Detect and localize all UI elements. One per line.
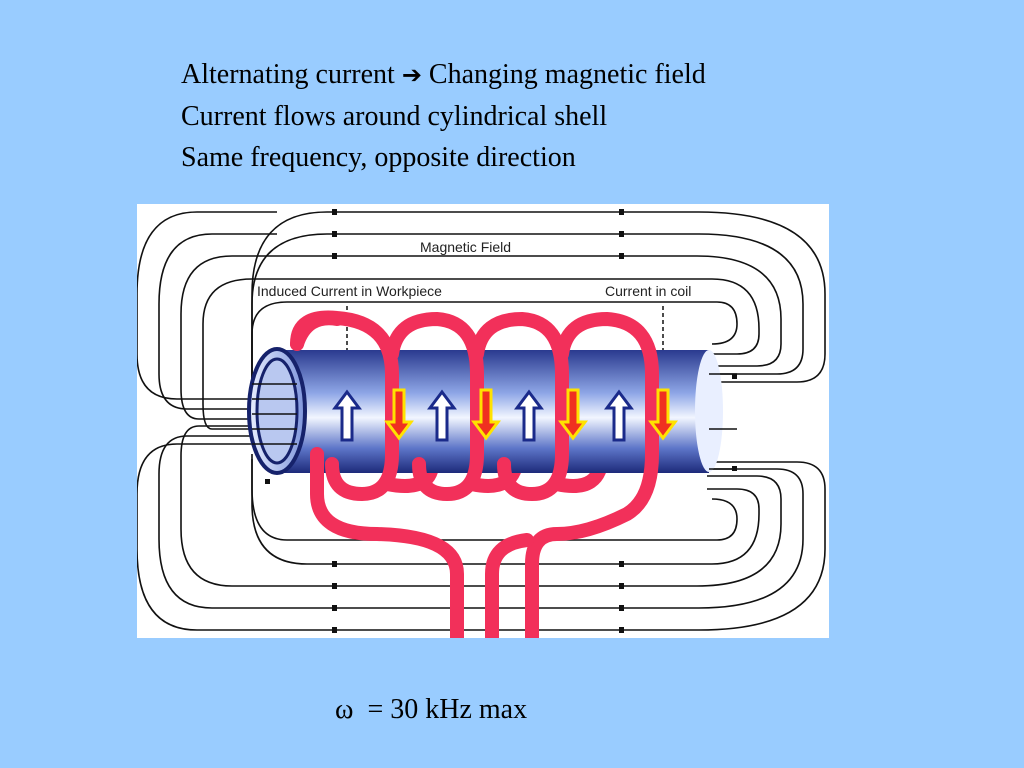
coil-current-arrows [384, 388, 678, 441]
frequency-formula: ω = 30 kHz max [335, 694, 527, 726]
bullet-line-1-start: Alternating current [181, 59, 395, 90]
coil-turn [470, 311, 569, 502]
field-line [180, 255, 782, 420]
coil-front [290, 310, 659, 638]
down-arrow-icon [384, 388, 414, 441]
field-line [251, 459, 738, 541]
up-arrow-icon [332, 389, 362, 442]
up-arrow-icon [427, 389, 457, 442]
field-line [251, 301, 738, 379]
down-arrow-icon [471, 388, 501, 441]
omega-symbol: ω [335, 694, 354, 725]
coil-turn [385, 311, 484, 502]
coil-current-label: Current in coil [605, 283, 691, 299]
bullet-list: Alternating current ➔ Changing magnetic … [181, 54, 706, 178]
down-arrow-icon [558, 388, 588, 441]
field-line [180, 425, 782, 587]
induction-diagram-svg: Magnetic Field Induced Current in Workpi… [137, 209, 826, 638]
coil-turn [525, 311, 659, 638]
induced-current-label: Induced Current in Workpiece [257, 283, 442, 299]
magnetic-field-label: Magnetic Field [420, 239, 511, 255]
induced-current-arrows [332, 389, 634, 442]
field-line [158, 233, 277, 410]
field-lines-lower [137, 425, 826, 631]
coil-lead [310, 447, 464, 638]
up-arrow-icon [514, 389, 544, 442]
workpiece-cylinder [247, 347, 723, 475]
field-lines-upper [137, 211, 826, 430]
bullet-line-3: Same frequency, opposite direction [181, 142, 576, 173]
induction-diagram: Magnetic Field Induced Current in Workpi… [137, 204, 829, 638]
field-line [202, 278, 760, 430]
field-line [251, 454, 760, 565]
coil-lead [485, 533, 534, 638]
right-arrow-icon: ➔ [401, 61, 422, 89]
up-arrow-icon [604, 389, 634, 442]
down-arrow-icon [648, 388, 678, 441]
coil-turn [290, 310, 399, 502]
frequency-value: = 30 kHz max [367, 694, 528, 725]
bullet-line-1-end: Changing magnetic field [428, 59, 706, 90]
field-line [158, 435, 804, 609]
field-line [251, 211, 826, 384]
field-direction-marks [265, 209, 737, 633]
field-line [137, 443, 826, 631]
field-line [137, 211, 277, 400]
bullet-line-1: Alternating current ➔ Changing magnetic … [181, 54, 706, 96]
bullet-line-2: Current flows around cylindrical shell [181, 101, 608, 132]
field-lines-through [252, 373, 737, 470]
